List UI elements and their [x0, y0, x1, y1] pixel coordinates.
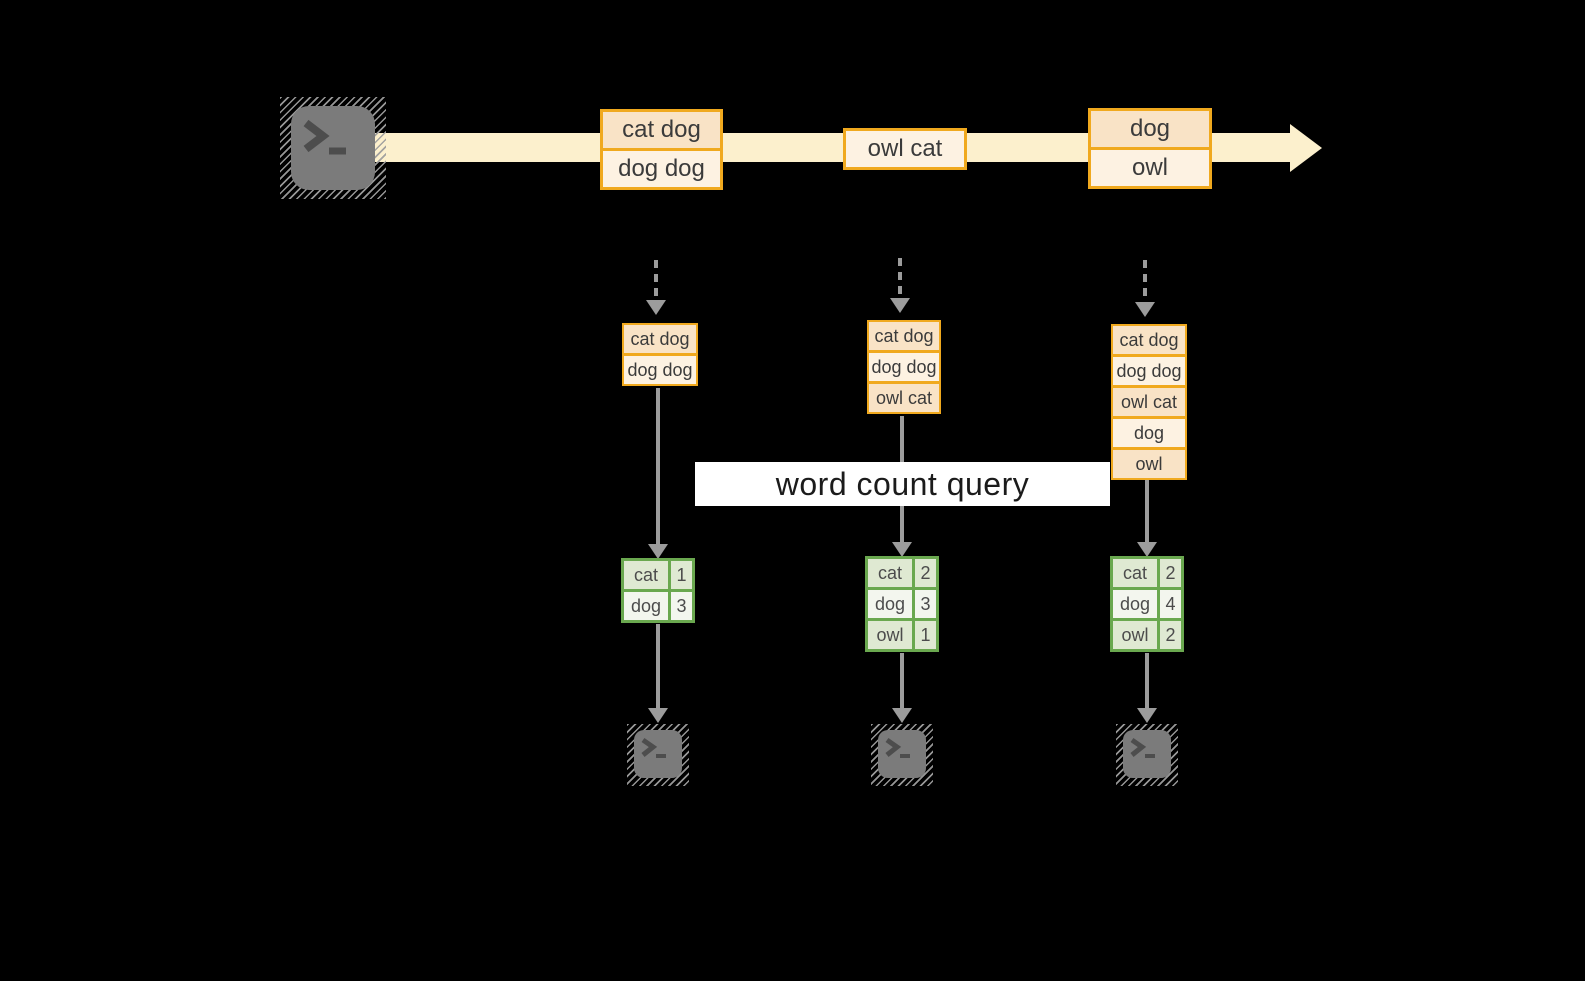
- terminal-body: [878, 730, 926, 778]
- terminal-icon-sink-3: [1116, 724, 1178, 786]
- batch-item: owl: [1113, 450, 1185, 478]
- down-arrow-dashed-icon: [654, 260, 658, 296]
- terminal-icon-sink-2: [871, 724, 933, 786]
- batch-item: dog dog: [1113, 357, 1185, 385]
- connector-line: [1145, 480, 1149, 542]
- stream-item: dog dog: [603, 151, 720, 187]
- connector-line: [656, 388, 660, 544]
- terminal-body: [291, 106, 375, 190]
- stream-item: dog: [1091, 111, 1209, 147]
- micro-batch-stack-1: cat dog dog dog: [622, 323, 698, 386]
- count-cell: 1: [915, 621, 936, 649]
- word-count-query-label: word count query: [695, 462, 1110, 506]
- down-arrowhead-icon: [892, 542, 912, 557]
- down-arrowhead-icon: [646, 300, 666, 315]
- stream-item: owl: [1091, 150, 1209, 186]
- connector-line: [1145, 653, 1149, 708]
- terminal-body: [1123, 730, 1171, 778]
- connector-line: [656, 624, 660, 708]
- terminal-prompt-icon: [885, 737, 910, 758]
- terminal-icon-sink-1: [627, 724, 689, 786]
- terminal-icon-source: [280, 97, 386, 199]
- terminal-prompt-icon: [303, 119, 346, 155]
- down-arrowhead-icon: [1137, 542, 1157, 557]
- batch-item: cat dog: [624, 325, 696, 353]
- micro-batch-stack-2: cat dog dog dog owl cat: [867, 320, 941, 414]
- word-cell: dog: [624, 592, 668, 620]
- count-cell: 2: [1160, 621, 1181, 649]
- stream-item: cat dog: [603, 112, 720, 148]
- count-cell: 3: [671, 592, 692, 620]
- down-arrowhead-icon: [648, 708, 668, 723]
- down-arrow-dashed-icon: [1143, 260, 1147, 296]
- batch-item: cat dog: [1113, 326, 1185, 354]
- batch-item: owl cat: [869, 384, 939, 412]
- down-arrowhead-icon: [892, 708, 912, 723]
- down-arrowhead-icon: [890, 298, 910, 313]
- count-table-1: cat 1 dog 3: [621, 558, 695, 623]
- batch-item: dog dog: [869, 353, 939, 381]
- down-arrowhead-icon: [648, 544, 668, 559]
- count-cell: 4: [1160, 590, 1181, 618]
- batch-item: cat dog: [869, 322, 939, 350]
- down-arrowhead-icon: [1135, 302, 1155, 317]
- terminal-prompt-icon: [641, 737, 666, 758]
- count-cell: 2: [915, 559, 936, 587]
- count-table-3: cat 2 dog 4 owl 2: [1110, 556, 1184, 652]
- connector-line: [900, 653, 904, 708]
- micro-batch-stack-3: cat dog dog dog owl cat dog owl: [1111, 324, 1187, 480]
- stream-arrowhead-icon: [1290, 124, 1322, 172]
- word-cell: cat: [624, 561, 668, 589]
- word-cell: owl: [1113, 621, 1157, 649]
- batch-item: owl cat: [1113, 388, 1185, 416]
- word-cell: dog: [868, 590, 912, 618]
- batch-item: dog dog: [624, 356, 696, 384]
- word-cell: cat: [1113, 559, 1157, 587]
- word-cell: cat: [868, 559, 912, 587]
- count-cell: 2: [1160, 559, 1181, 587]
- count-cell: 3: [915, 590, 936, 618]
- down-arrowhead-icon: [1137, 708, 1157, 723]
- stream-batch-1: cat dog dog dog: [600, 109, 723, 190]
- terminal-prompt-icon: [1130, 737, 1155, 758]
- stream-batch-2: owl cat: [843, 128, 967, 170]
- terminal-body: [634, 730, 682, 778]
- stream-batch-3: dog owl: [1088, 108, 1212, 189]
- down-arrow-dashed-icon: [898, 258, 902, 294]
- count-table-2: cat 2 dog 3 owl 1: [865, 556, 939, 652]
- stream-item: owl cat: [846, 131, 964, 167]
- word-cell: dog: [1113, 590, 1157, 618]
- batch-item: dog: [1113, 419, 1185, 447]
- word-cell: owl: [868, 621, 912, 649]
- count-cell: 1: [671, 561, 692, 589]
